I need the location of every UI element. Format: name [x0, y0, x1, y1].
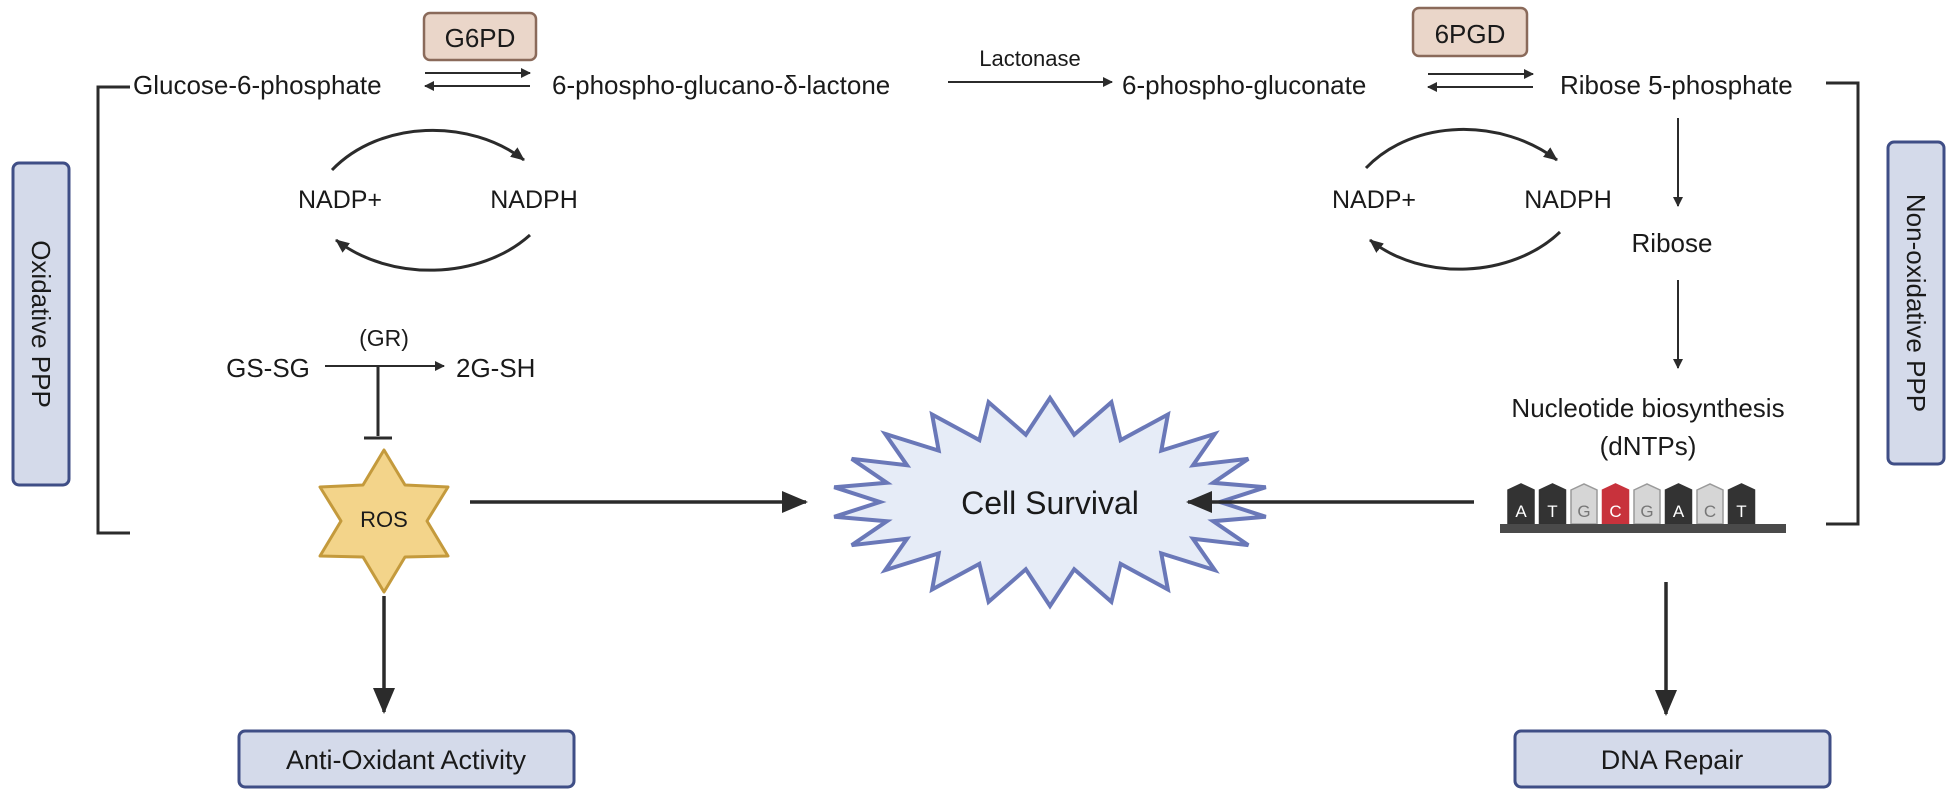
oxidative-bracket [96, 85, 130, 535]
left-cycle-top-arrow [330, 128, 525, 172]
dna-backbone [1500, 524, 1786, 533]
dna-base-tile [1601, 483, 1630, 525]
dna-base-letter: T [1736, 502, 1746, 521]
dntps-label: (dNTPs) [1600, 431, 1697, 461]
left-nadp-label: NADP+ [298, 186, 382, 214]
dna-base-letter: C [1704, 502, 1716, 521]
non-oxidative-ppp-box [1886, 140, 1946, 466]
dna-base-letter: G [1640, 502, 1653, 521]
cell-survival-burst-icon [833, 394, 1267, 610]
left-cycle-bottom-arrow [335, 233, 532, 272]
cell-survival-label: Cell Survival [961, 485, 1139, 521]
lactonase-label: Lactonase [979, 46, 1081, 71]
6pgd-enzyme-box [1411, 6, 1529, 58]
right-nadph-label: NADPH [1524, 186, 1612, 214]
ribose-5-phosphate-label: Ribose 5-phosphate [1560, 70, 1793, 100]
dna-base-letter: A [1673, 502, 1685, 521]
gluconate-label: 6-phospho-gluconate [1122, 70, 1366, 100]
dna-base-tile [1507, 483, 1535, 525]
right-nadp-label: NADP+ [1332, 186, 1416, 214]
dna-base-tile [1538, 483, 1567, 525]
g6pd-reversible-arrows [424, 68, 531, 91]
antioxidant-activity-box [237, 729, 576, 789]
dna-base-letter: C [1609, 502, 1621, 521]
non-oxidative-bracket [1826, 81, 1860, 526]
lactone-label: 6-phospho-glucano-δ-lactone [552, 70, 890, 100]
g6pd-label: G6PD [445, 23, 516, 53]
dna-base-letter: T [1547, 502, 1557, 521]
antioxidant-activity-label: Anti-Oxidant Activity [286, 745, 527, 775]
dna-base-tile [1727, 483, 1756, 525]
dna-base-tile [1664, 483, 1693, 525]
dna-base-tile [1570, 483, 1598, 525]
gr-label: (GR) [359, 325, 409, 351]
dna-base-tile [1696, 483, 1724, 525]
ribose-label: Ribose [1632, 228, 1713, 258]
nucleotide-biosynthesis-label: Nucleotide biosynthesis [1511, 393, 1784, 423]
oxidative-ppp-box [11, 161, 71, 487]
gssg-label: GS-SG [226, 353, 310, 383]
dna-base-letter: G [1577, 502, 1590, 521]
left-nadph-label: NADPH [490, 186, 578, 214]
ros-inhibition-line [364, 366, 392, 440]
non-oxidative-ppp-label: Non-oxidative PPP [1901, 194, 1931, 412]
glucose-6-phosphate-label: Glucose-6-phosphate [133, 70, 382, 100]
right-cycle-bottom-arrow [1369, 230, 1562, 271]
ros-star-icon [318, 448, 450, 594]
dna-base-tile [1633, 483, 1661, 525]
6pgd-reversible-arrows [1427, 69, 1534, 92]
ros-label: ROS [360, 507, 408, 532]
g6pd-enzyme-box [422, 11, 538, 62]
6pgd-label: 6PGD [1435, 19, 1506, 49]
gsh-label: 2G-SH [456, 353, 535, 383]
dna-repair-box [1513, 729, 1832, 789]
right-cycle-top-arrow [1364, 128, 1558, 170]
dna-repair-label: DNA Repair [1601, 745, 1744, 775]
oxidative-ppp-label: Oxidative PPP [26, 240, 56, 408]
dna-base-letter: A [1515, 502, 1527, 521]
